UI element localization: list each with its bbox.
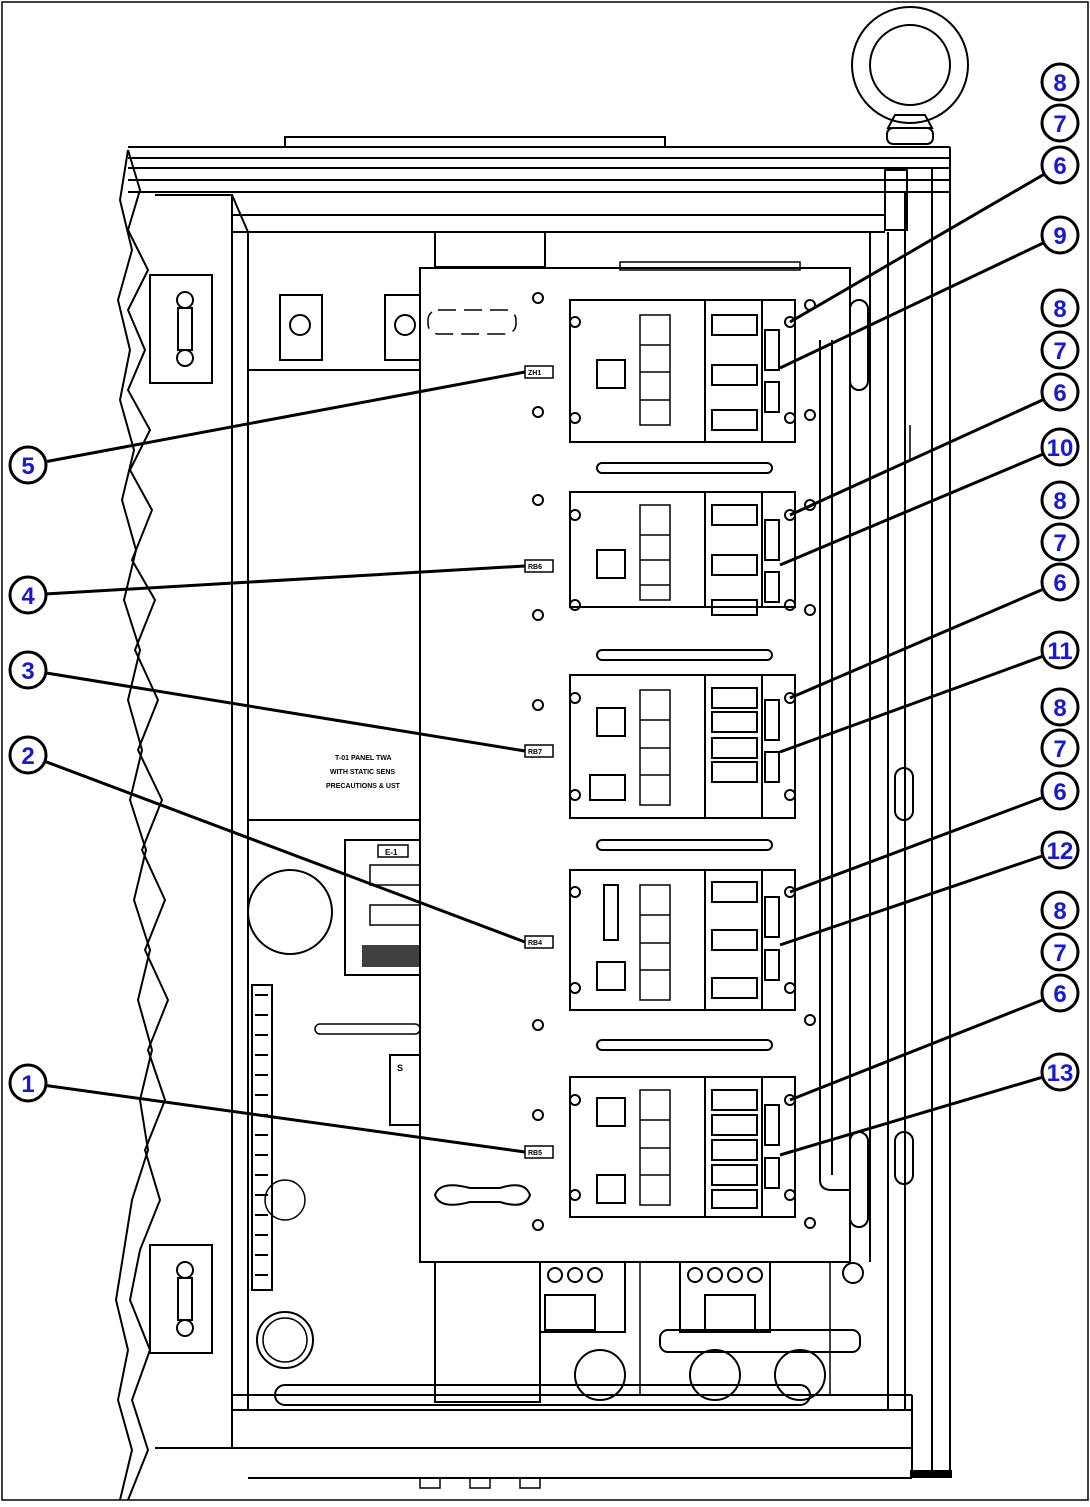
callout-4: 4 [8,575,48,615]
callout-7e: 7 [1040,932,1080,972]
callout-13-label: 13 [1047,1060,1074,1087]
callout-10: 10 [1040,427,1080,467]
sticker-line-1: T-01 PANEL TWA [335,755,392,762]
callout-8a-label: 8 [1053,70,1066,97]
callout-7d-label: 7 [1053,736,1066,763]
callout-9-label: 9 [1053,223,1066,250]
cabinet-right-wall [819,147,952,1478]
cabinet-top [128,136,950,233]
callout-3-label: 3 [21,658,34,685]
callout-6c-label: 6 [1053,570,1066,597]
relay-module-2: RB6 [524,491,796,616]
callout-7b-label: 7 [1053,338,1066,365]
callout-8e-label: 8 [1053,898,1066,925]
callout-2-label: 2 [21,743,34,770]
callout-6c: 6 [1040,562,1080,602]
panel-label-rb7: RB7 [528,749,542,756]
callout-5-label: 5 [21,453,34,480]
callout-12: 12 [1040,830,1080,870]
relay-module-4: RB4 [524,869,796,1011]
callout-7e-label: 7 [1053,940,1066,967]
panel-label-rb6: RB6 [528,564,542,571]
ground-bar [910,1470,952,1478]
sticker-line-3: PRECAUTIONS & UST [326,783,401,790]
callout-7d: 7 [1040,728,1080,768]
callout-2: 2 [8,735,48,775]
callout-8c: 8 [1040,480,1080,520]
relay-module-3: RB7 [524,674,796,819]
panel-label-rb5: RB5 [528,1150,542,1157]
callout-10-label: 10 [1047,435,1074,462]
panel-label-rb4: RB4 [528,940,542,947]
callout-1-label: 1 [21,1071,34,1098]
callout-11: 11 [1040,630,1080,670]
warning-sticker: T-01 PANEL TWA WITH STATIC SENS PRECAUTI… [326,755,401,790]
callout-6a-label: 6 [1053,153,1066,180]
callout-7c: 7 [1040,522,1080,562]
callout-8e: 8 [1040,890,1080,930]
middle-left-terminal: E-1 [247,839,421,976]
panel-label-zh1: ZH1 [528,370,541,377]
callout-8c-label: 8 [1053,488,1066,515]
callout-6e: 6 [1040,973,1080,1013]
small-tag: E-1 [385,848,398,857]
callout-6b: 6 [1040,372,1080,412]
lower-left-terminal-strip: S [251,984,421,1369]
callout-11-label: 11 [1047,638,1072,665]
relay-module-1: ZH1 [524,299,796,443]
callout-8d: 8 [1040,687,1080,727]
callout-6d: 6 [1040,771,1080,811]
cabinet-bottom [232,1384,913,1489]
callout-7a: 7 [1040,103,1080,143]
cabinet-door-left [114,149,249,1501]
leader-lines [27,163,1061,1157]
sticker-line-2: WITH STATIC SENS [330,769,395,776]
callout-3: 3 [8,650,48,690]
callout-12-label: 12 [1047,838,1074,865]
top-left-breakers [248,231,801,821]
callout-9: 9 [1040,215,1080,255]
callout-6e-label: 6 [1053,981,1066,1008]
callout-8b: 8 [1040,288,1080,328]
callout-5: 5 [8,445,48,485]
panel-mounting-screws [532,292,816,1231]
callout-6d-label: 6 [1053,779,1066,806]
lifting-eye [851,6,969,145]
callout-7c-label: 7 [1053,530,1066,557]
small-tag-s: S [397,1063,403,1073]
callout-8b-label: 8 [1053,296,1066,323]
callout-7a-label: 7 [1053,111,1066,138]
callout-7b: 7 [1040,330,1080,370]
callout-4-label: 4 [21,583,35,610]
relay-module-5: RB5 [524,1076,796,1218]
callout-13: 13 [1040,1052,1080,1092]
callout-6a: 6 [1040,145,1080,185]
bottom-connectors [434,1261,864,1403]
callout-8a: 8 [1040,62,1080,102]
callout-6b-label: 6 [1053,380,1066,407]
callout-1: 1 [8,1063,48,1103]
callout-8d-label: 8 [1053,695,1066,722]
